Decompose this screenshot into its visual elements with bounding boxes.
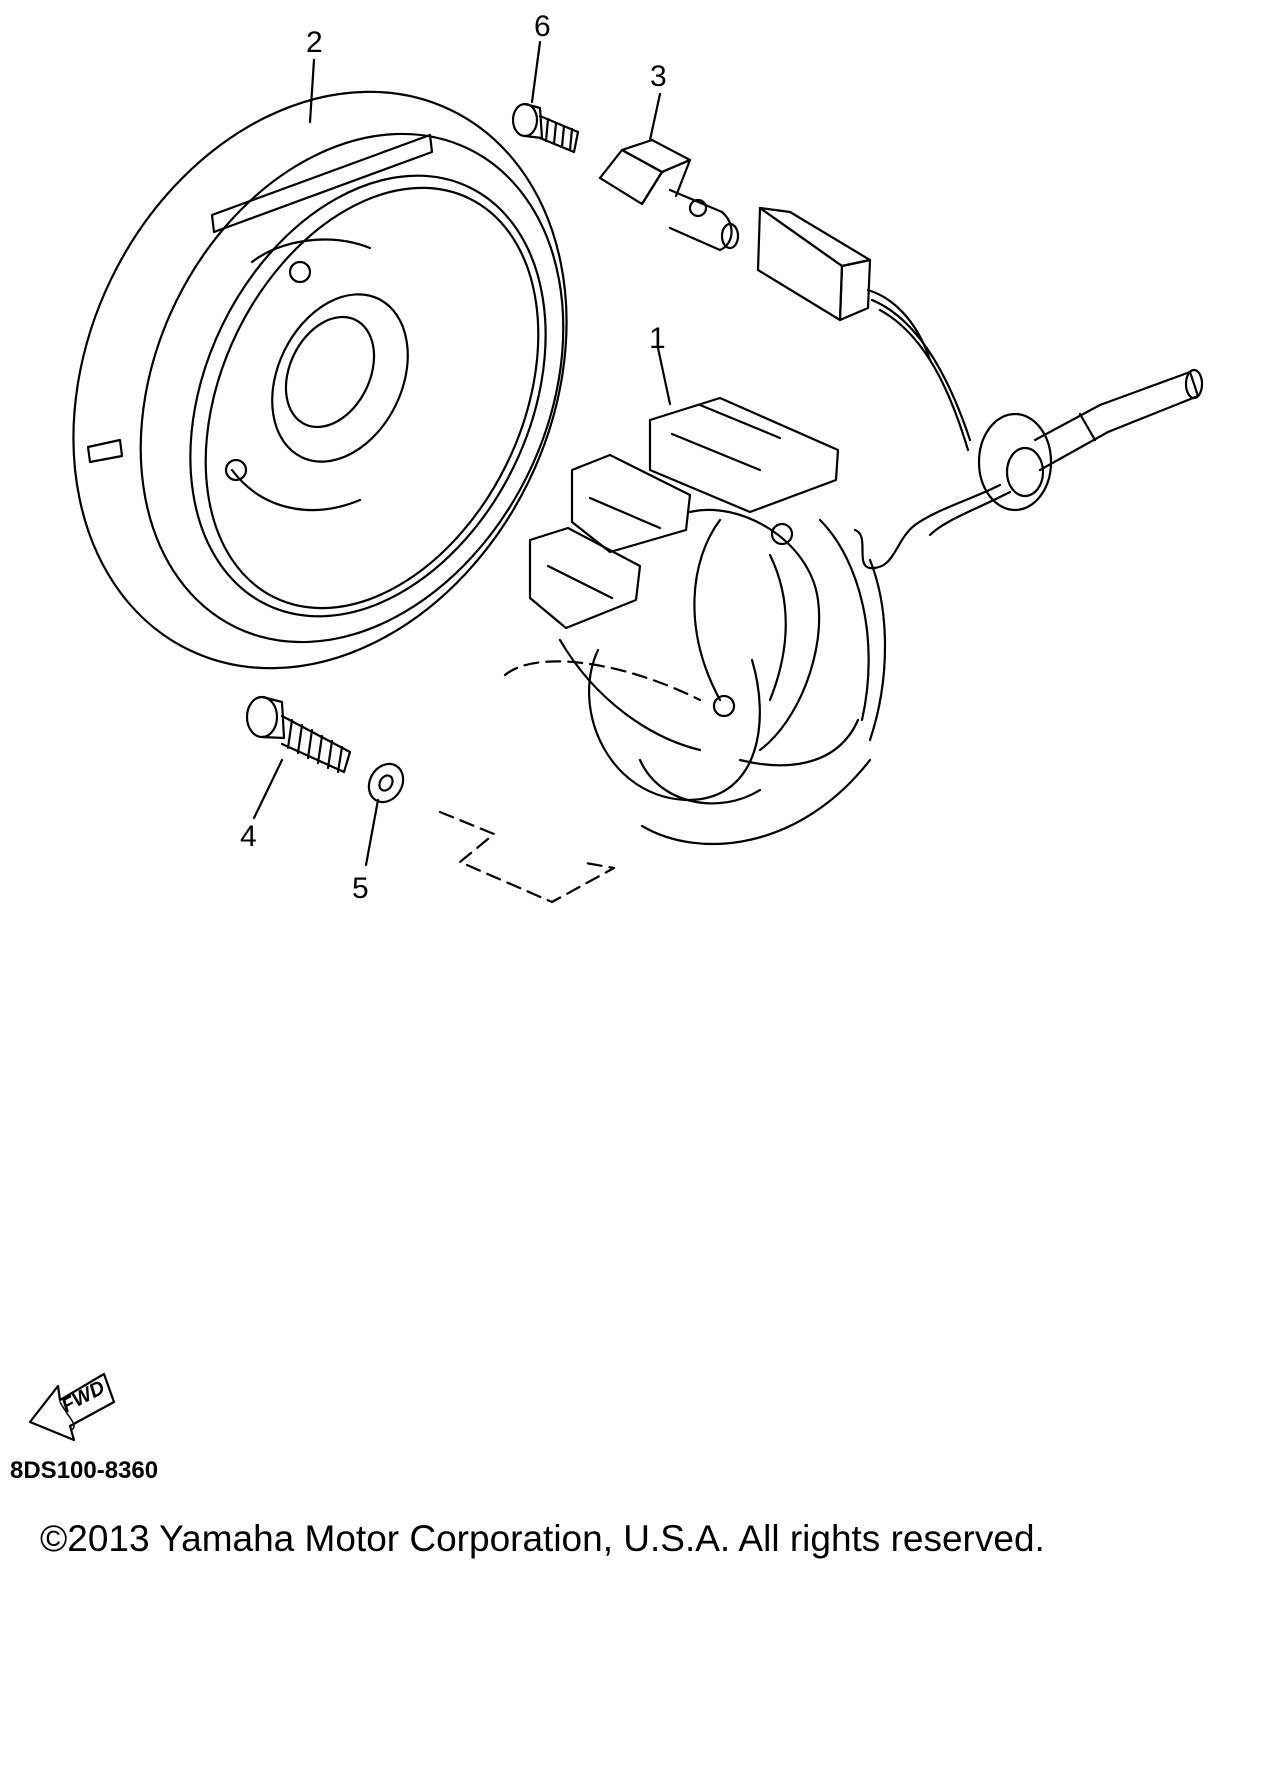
flywheel-rotor (72, 90, 568, 670)
pickup-sensor-3 (598, 138, 740, 252)
bolt-6 (511, 102, 580, 154)
leader-line-4 (252, 758, 284, 820)
callout-4: 4 (240, 820, 257, 853)
callout-5: 5 (352, 872, 369, 905)
callout-6: 6 (534, 10, 551, 43)
stator-1 (528, 396, 887, 846)
wire-harness (853, 298, 1204, 570)
washer-5 (367, 762, 405, 804)
assembly-dash-line (438, 810, 616, 904)
bolt-4 (245, 695, 352, 774)
leader-line-1 (656, 346, 672, 406)
copyright-notice: ©2013 Yamaha Motor Corporation, U.S.A. A… (40, 1518, 1045, 1559)
fwd-label: FWD (58, 1377, 109, 1418)
leader-line-3 (648, 92, 662, 142)
leader-line-2 (308, 58, 316, 124)
leader-line-5 (364, 798, 380, 867)
forward-direction-arrow (28, 1372, 116, 1442)
callout-3: 3 (650, 60, 667, 93)
callout-2: 2 (306, 26, 323, 59)
coupler-connector (756, 206, 932, 362)
callout-1: 1 (649, 322, 666, 355)
leader-line-6 (530, 40, 542, 104)
diagram-code: 8DS100-8360 (10, 1457, 159, 1484)
